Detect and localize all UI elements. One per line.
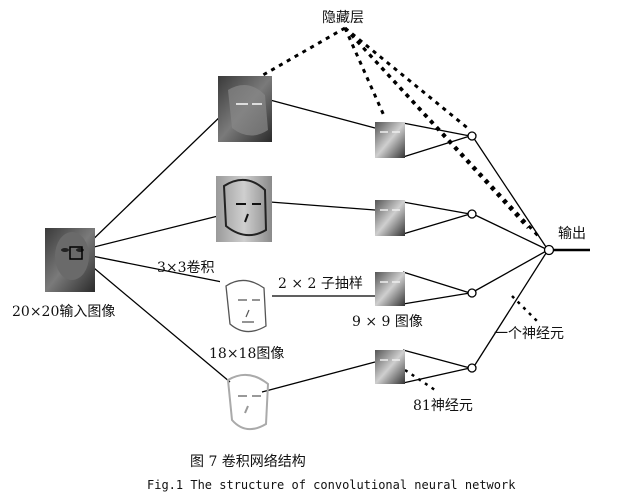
subsampled-map-2	[375, 200, 405, 236]
caption-chinese: 图 7 卷积网络结构	[190, 454, 306, 470]
hidden-neuron-1	[467, 131, 477, 141]
feature-map-1	[218, 76, 272, 142]
hidden-layer-label: 隐藏层	[322, 10, 364, 26]
input-image-label: 20×20输入图像	[12, 304, 115, 320]
feature-to-subsample-edges	[261, 99, 376, 393]
subsample-label: 2 × 2 子抽样	[278, 276, 363, 292]
feature-map-4	[226, 373, 270, 431]
one-neuron-label: 一个神经元	[494, 326, 564, 342]
hidden-neuron-2	[467, 209, 477, 219]
feature-map-2	[216, 176, 272, 242]
conv-label: 3×3卷积	[157, 260, 215, 276]
receptive-field-box	[69, 246, 83, 260]
hidden-neuron-4	[467, 363, 477, 373]
one-neuron-pointer	[511, 295, 539, 323]
fmap18-label: 18×18图像	[209, 346, 284, 362]
neuron-to-output-edges	[472, 136, 590, 369]
output-label: 输出	[558, 226, 586, 242]
subsampled-map-3	[375, 272, 405, 306]
subsampled-map-4	[375, 350, 405, 384]
fmap9-label: 9 × 9 图像	[352, 314, 423, 330]
feature-map-3	[220, 274, 272, 340]
caption-english: Fig.1 The structure of convolutional neu…	[147, 478, 516, 492]
subsampled-map-1	[375, 122, 405, 158]
neurons81-pointer	[404, 368, 439, 394]
subsample-to-neuron-edges	[402, 122, 471, 384]
input-image	[45, 228, 95, 292]
hidden-neuron-3	[467, 288, 477, 298]
hidden-layer-pointers	[262, 26, 542, 240]
output-neuron	[543, 244, 555, 256]
input-to-feature-edges	[81, 111, 231, 383]
neurons81-label: 81神经元	[413, 398, 473, 414]
